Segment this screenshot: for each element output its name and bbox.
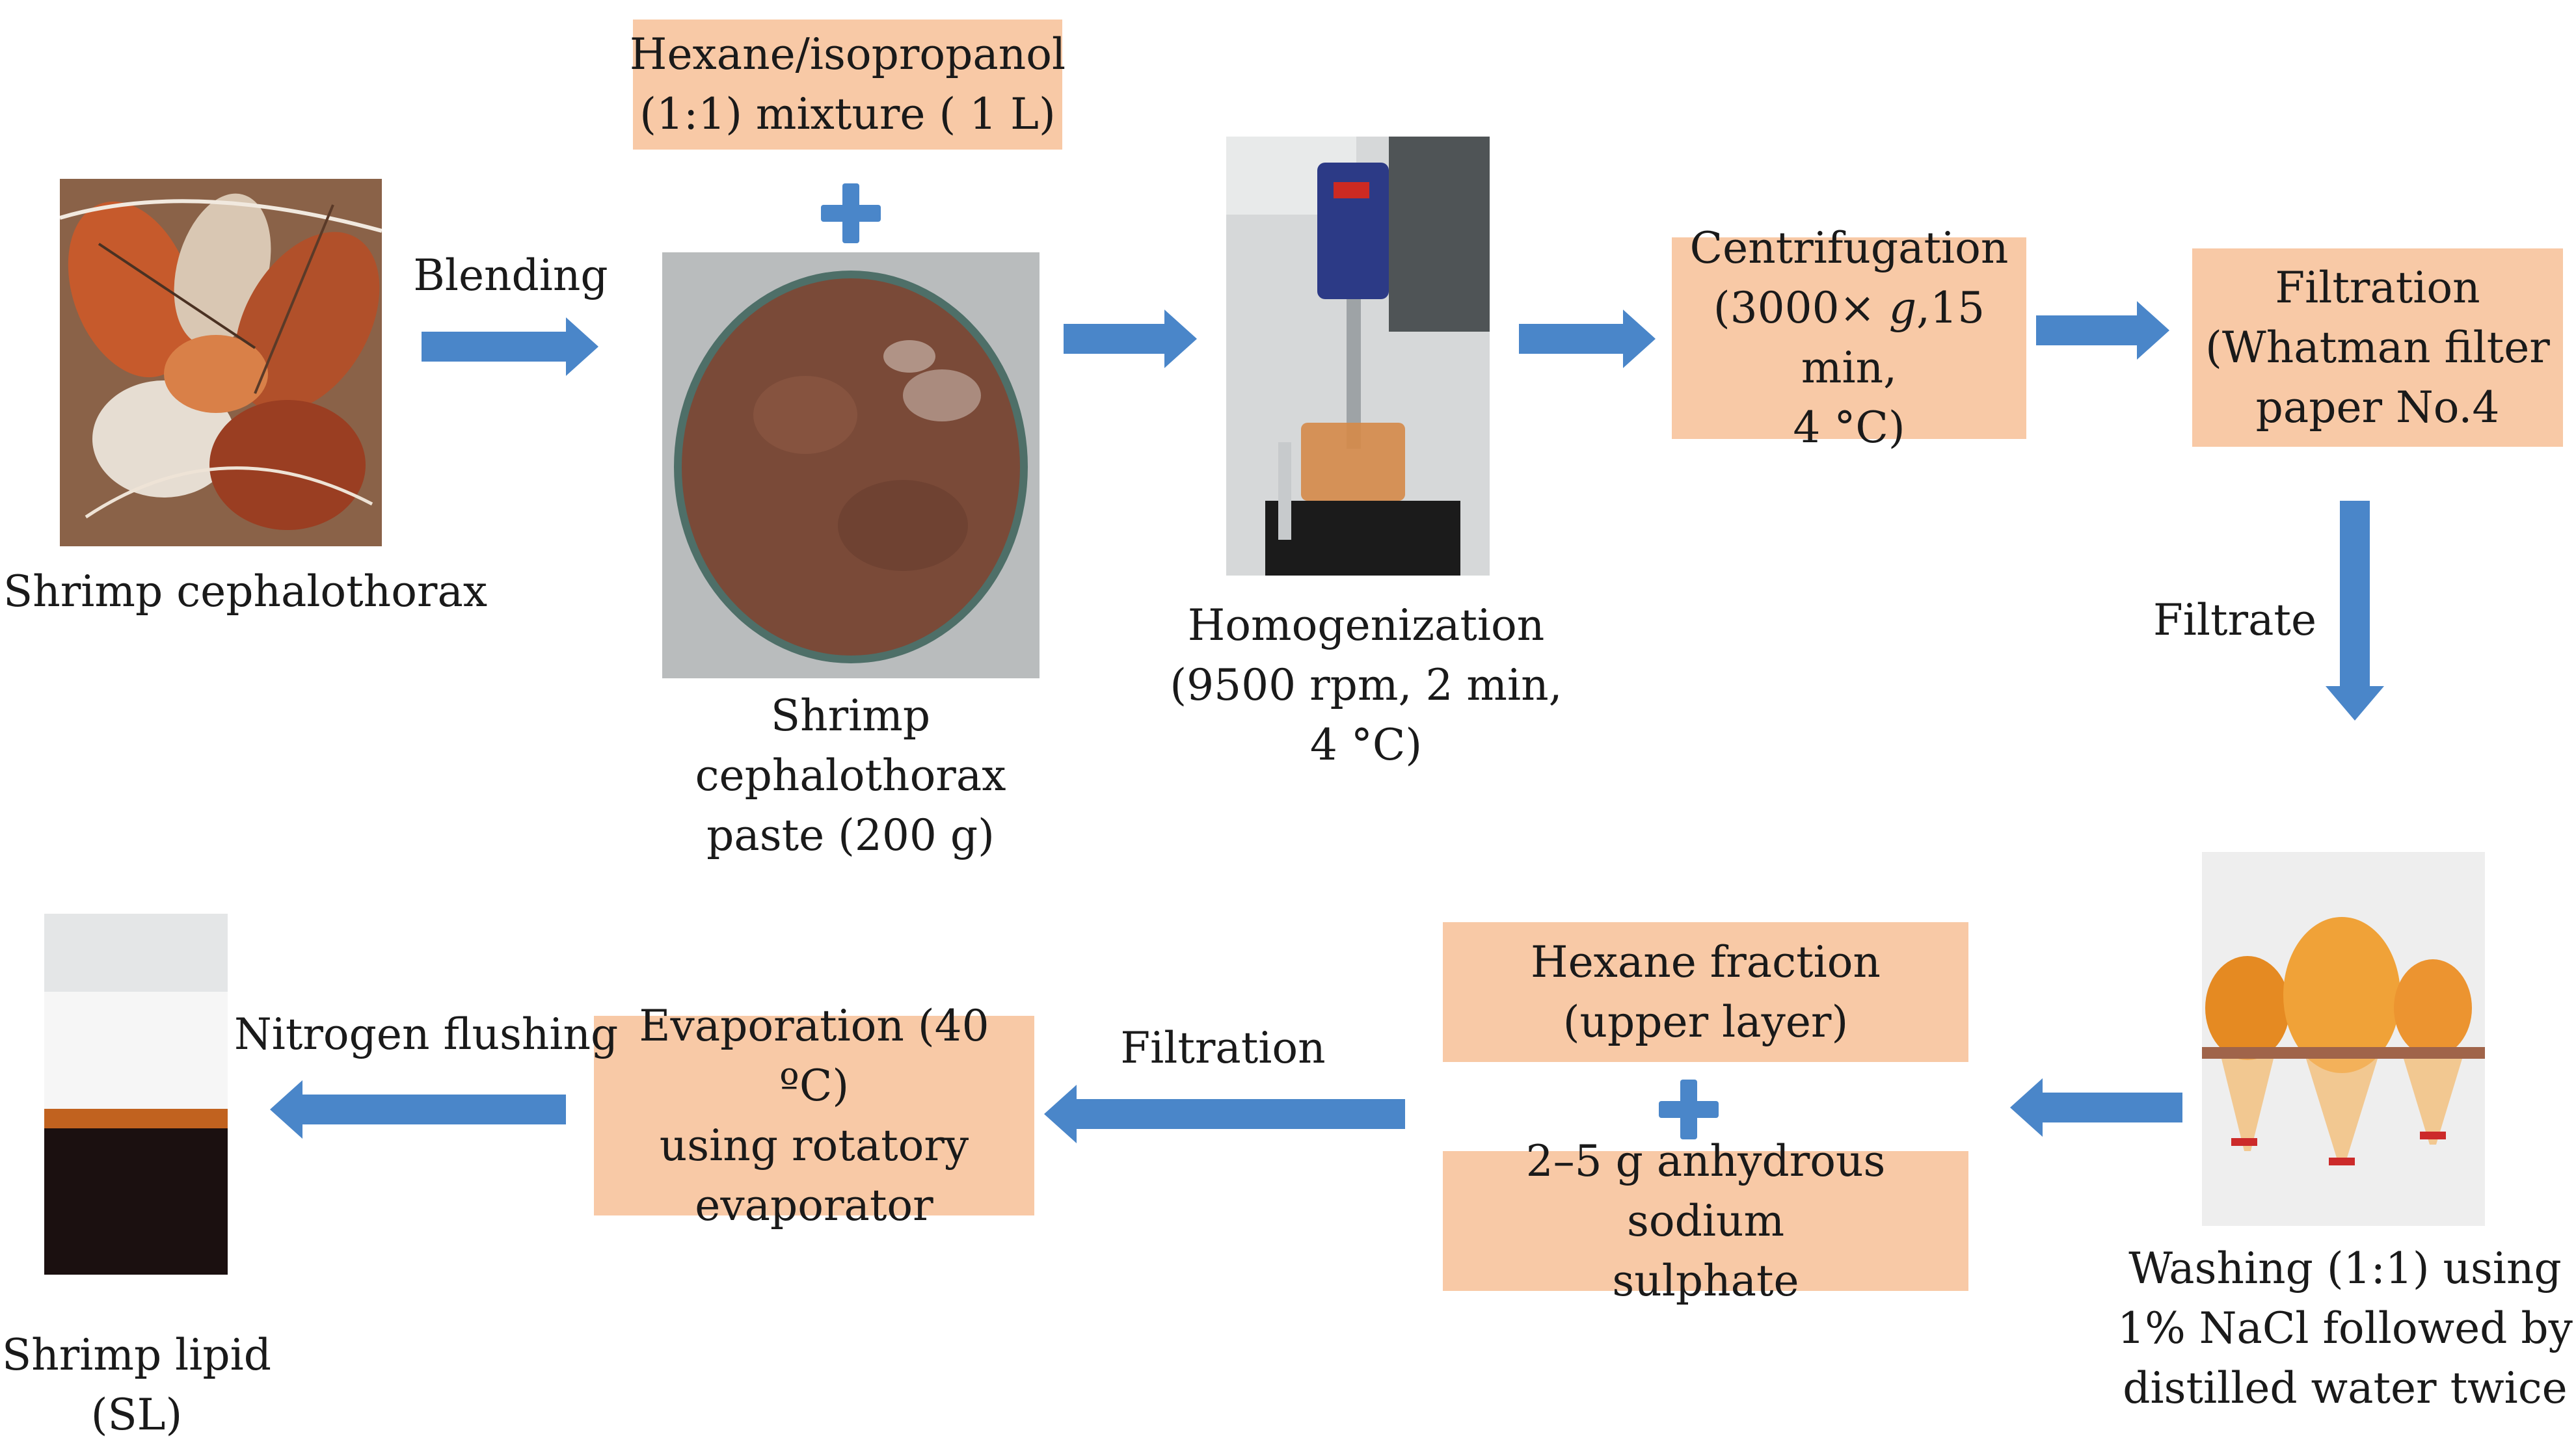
label-shrimp-paste: Shrimp cephalothorax paste (200 g) [695, 691, 1006, 860]
box-sodium-sulphate: 2–5 g anhydrous sodium sulphate [1443, 1136, 1968, 1306]
shrimp-lipid-jar-photo [44, 914, 228, 1275]
arrow-washing-to-hexane [2010, 1078, 2182, 1137]
box-evaporation: Evaporation (40 ºC) using rotatory evapo… [594, 1001, 1034, 1230]
centrifugation-text-pre: Centrifugation (3000× [1689, 223, 2009, 333]
arrow-paste-to-homogenization [1064, 310, 1197, 368]
arrow-filtration-to-evaporation [1044, 1085, 1405, 1143]
shrimp-paste-petri-dish-photo [662, 252, 1040, 678]
label-shrimp-lipid: Shrimp lipid (SL) [1, 1330, 271, 1440]
centrifugation-g-italic: g [1888, 283, 1917, 333]
arrow-label-filtration: Filtration [1120, 1023, 1326, 1073]
label-washing: Washing (1:1) using 1% NaCl followed by … [2117, 1243, 2573, 1413]
plus-icon-solvent [821, 183, 881, 243]
shrimp-cephalothorax-photo [60, 179, 382, 546]
label-homogenization: Homogenization (9500 rpm, 2 min, 4 °C) [1170, 600, 1563, 770]
arrow-label-nitrogen-flushing: Nitrogen flushing [234, 1009, 619, 1059]
box-filtration: Filtration (Whatman filter paper No.4 [2192, 248, 2563, 447]
arrow-nitrogen-flushing [270, 1080, 566, 1139]
label-shrimp-cephalothorax: Shrimp cephalothorax [3, 566, 488, 617]
plus-icon-sodium-sulphate [1659, 1080, 1719, 1139]
centrifugation-text-post: ,15 min, 4 °C) [1793, 283, 1985, 453]
arrow-blending [422, 317, 598, 376]
box-hexane-fraction: Hexane fraction (upper layer) [1443, 922, 1968, 1062]
box-centrifugation: Centrifugation (3000× g,15 min, 4 °C) [1672, 223, 2026, 453]
separatory-funnels-photo [2202, 852, 2485, 1226]
box-solvent-mixture: Hexane/isopropanol (1:1) mixture ( 1 L) [630, 20, 1066, 150]
homogenizer-photo [1226, 137, 1490, 576]
arrow-label-filtrate: Filtrate [2153, 595, 2317, 645]
arrow-label-blending: Blending [413, 250, 608, 300]
arrow-homogenization-to-centrifugation [1519, 310, 1656, 368]
arrow-centrifugation-to-filtration [2036, 301, 2169, 360]
arrow-filtrate-down [2326, 501, 2384, 721]
